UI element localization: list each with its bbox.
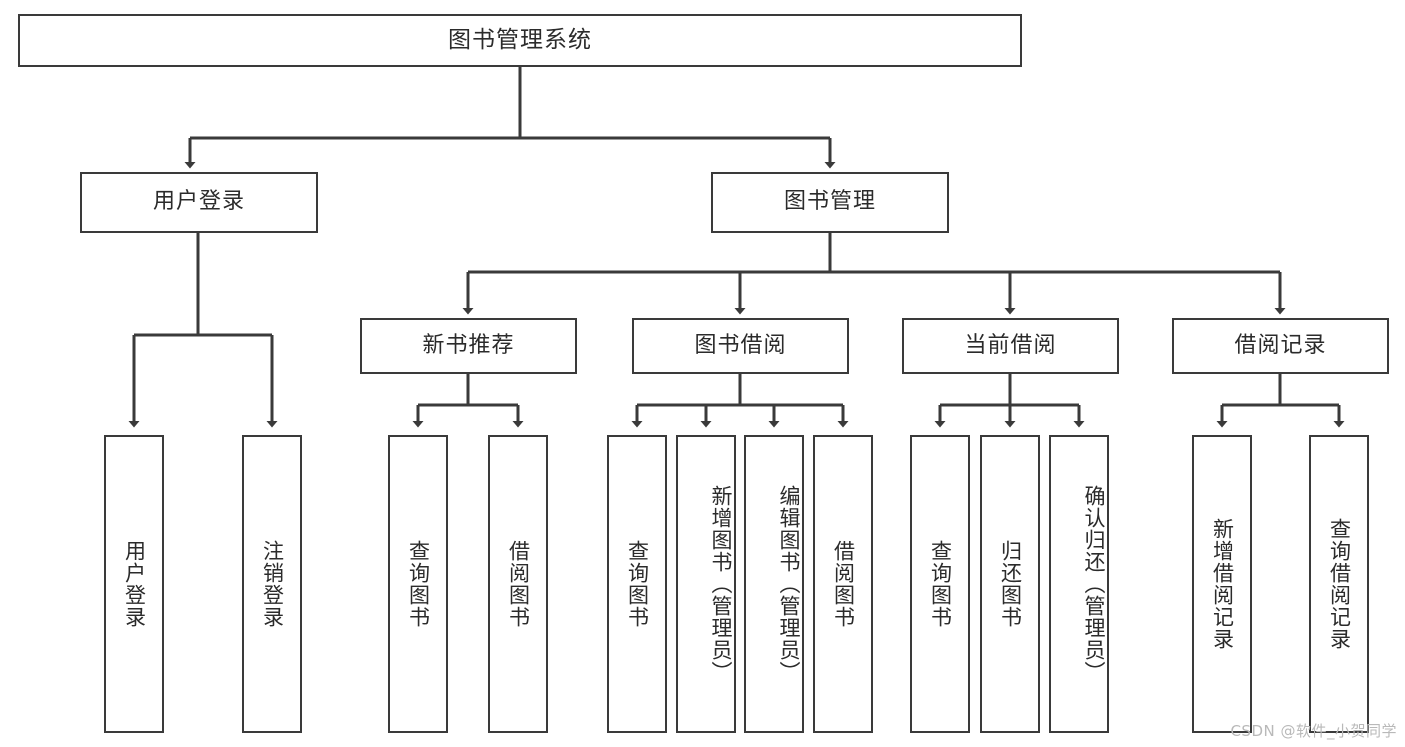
leaf-borrow-book-newbook[interactable]: 借阅图书 xyxy=(488,435,548,733)
leaf-logout-login[interactable]: 注销登录 xyxy=(242,435,302,733)
node-borrow-record[interactable]: 借阅记录 xyxy=(1172,318,1389,374)
node-root-system[interactable]: 图书管理系统 xyxy=(18,14,1022,67)
leaf-borrow-book-borrow[interactable]: 借阅图书 xyxy=(813,435,873,733)
leaf-confirm-return-admin[interactable]: 确认归还（管理员） xyxy=(1049,435,1109,733)
leaf-user-login[interactable]: 用户登录 xyxy=(104,435,164,733)
leaf-query-book-newbook[interactable]: 查询图书 xyxy=(388,435,448,733)
leaf-return-book[interactable]: 归还图书 xyxy=(980,435,1040,733)
node-new-book-recommend[interactable]: 新书推荐 xyxy=(360,318,577,374)
node-user-login[interactable]: 用户登录 xyxy=(80,172,318,233)
leaf-add-borrow-record[interactable]: 新增借阅记录 xyxy=(1192,435,1252,733)
node-book-management[interactable]: 图书管理 xyxy=(711,172,949,233)
node-book-borrow[interactable]: 图书借阅 xyxy=(632,318,849,374)
csdn-watermark: CSDN @软件_小贺同学 xyxy=(1230,722,1397,740)
node-current-borrow[interactable]: 当前借阅 xyxy=(902,318,1119,374)
leaf-add-book-admin[interactable]: 新增图书（管理员） xyxy=(676,435,736,733)
leaf-query-book-borrow[interactable]: 查询图书 xyxy=(607,435,667,733)
leaf-query-borrow-record[interactable]: 查询借阅记录 xyxy=(1309,435,1369,733)
leaf-query-book-current[interactable]: 查询图书 xyxy=(910,435,970,733)
leaf-edit-book-admin[interactable]: 编辑图书（管理员） xyxy=(744,435,804,733)
